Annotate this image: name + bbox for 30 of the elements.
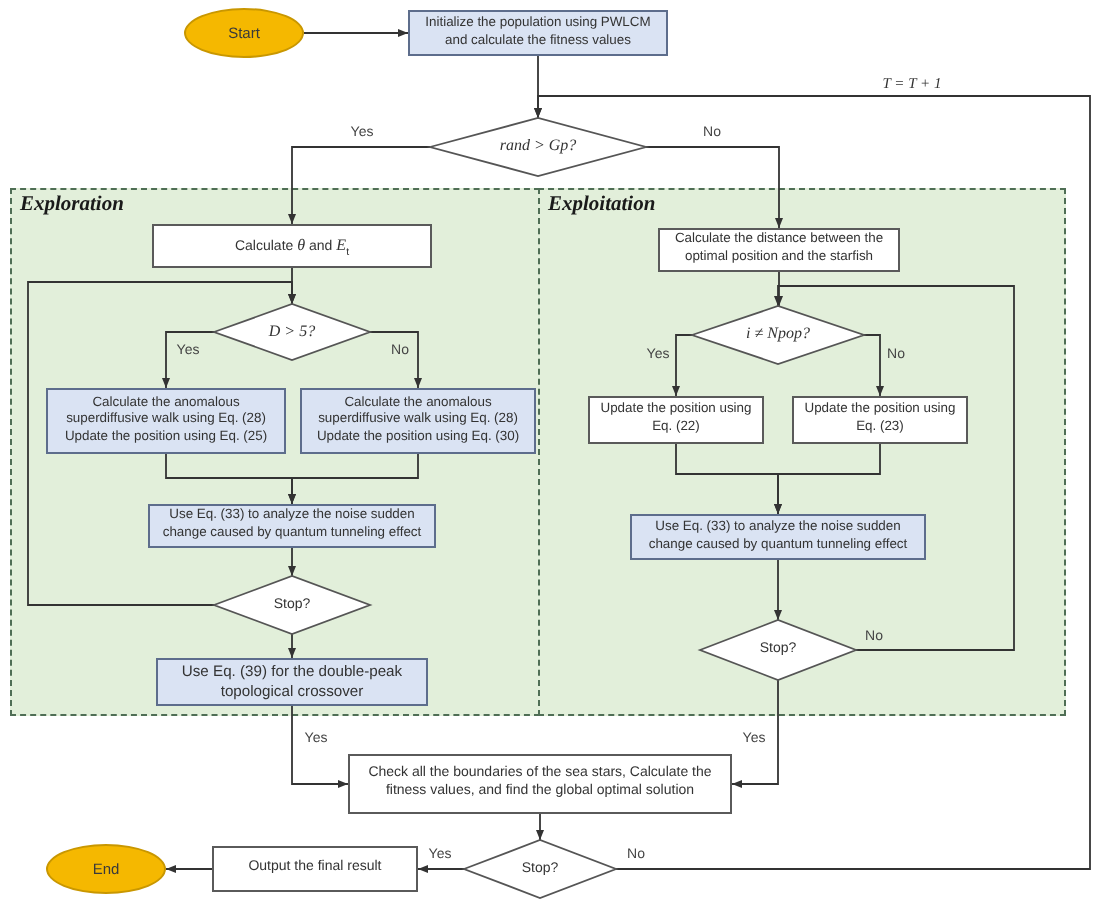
flow-arrow <box>534 95 1091 870</box>
section-heading: Exploitation <box>548 194 656 219</box>
flow-arrow <box>165 865 213 873</box>
flow-arrow <box>775 271 783 307</box>
section-heading: Exploration <box>20 194 124 219</box>
flow-arrow <box>774 443 881 515</box>
flow-arrow <box>863 334 884 397</box>
flow-arrow <box>303 29 409 37</box>
flow-arrow <box>291 705 349 788</box>
flow-arrow <box>27 281 296 606</box>
flow-arrow <box>288 547 296 577</box>
flow-arrow <box>645 146 783 229</box>
flow-arrow <box>774 285 1015 651</box>
decision-text: D > 5? <box>268 323 316 341</box>
flow-arrow <box>417 865 465 873</box>
flow-arrow <box>162 331 215 389</box>
flow-arrow <box>672 334 693 397</box>
section-panel <box>10 188 540 716</box>
flow-arrow <box>288 453 419 505</box>
flow-arrow <box>731 679 779 788</box>
section-panel <box>538 188 1066 716</box>
process-box <box>46 388 286 454</box>
flow-arrow <box>288 146 431 225</box>
decision-text: i ≠ Npop? <box>746 326 810 344</box>
flow-arrow <box>774 559 782 621</box>
flow-arrow <box>369 331 422 389</box>
flow-arrow <box>536 813 544 841</box>
flow-arrow <box>288 633 296 659</box>
process-box <box>300 388 536 454</box>
decision-text: rand > Gp? <box>499 138 577 156</box>
